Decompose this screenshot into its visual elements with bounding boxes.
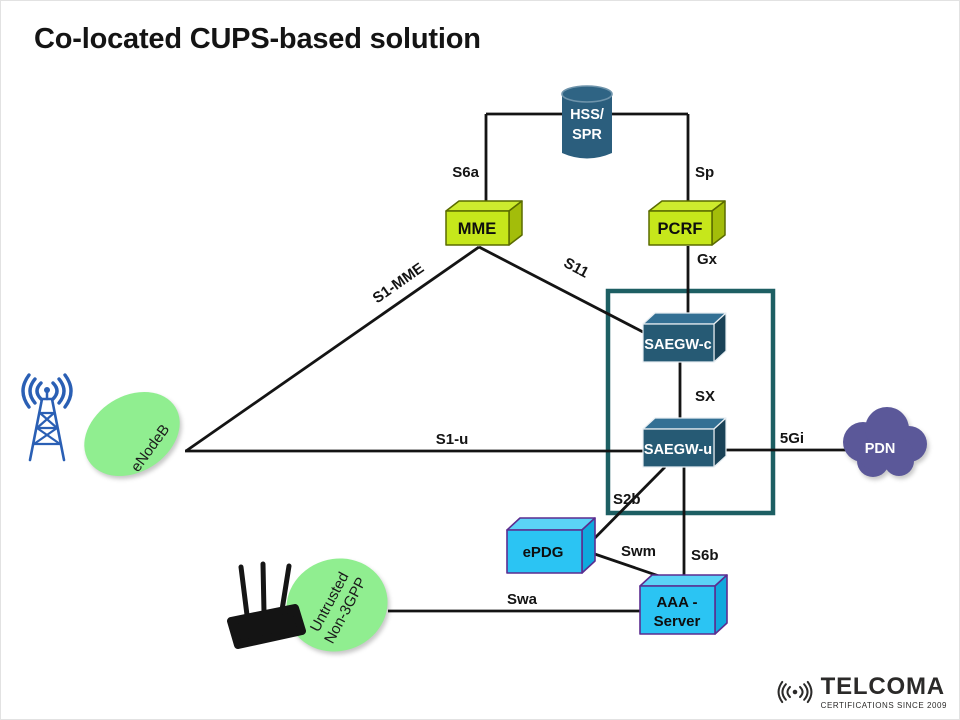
label-s1-mme: S1-MME — [370, 260, 428, 307]
telcoma-logo: TELCOMA CERTIFICATIONS SINCE 2009 — [774, 673, 947, 711]
pcrf-label: PCRF — [658, 220, 703, 238]
saegw-c-label: SAEGW-c — [644, 337, 711, 353]
link-s11 — [478, 245, 644, 334]
label-swa: Swa — [507, 591, 538, 608]
aaa-label-line1: AAA - — [656, 594, 697, 611]
hss-label-line1: HSS/ — [570, 107, 604, 123]
mme-label: MME — [458, 220, 497, 238]
saegw-u-label: SAEGW-u — [644, 442, 712, 458]
page-title: Co-located CUPS-based solution — [34, 23, 481, 55]
hss-label-line2: SPR — [572, 127, 602, 143]
node-saegw-c: SAEGW-c — [642, 312, 727, 363]
epdg-label: ePDG — [523, 544, 564, 561]
aaa-label-line2: Server — [654, 613, 701, 630]
label-s1-u: S1-u — [436, 431, 469, 448]
label-s6b: S6b — [691, 547, 719, 564]
logo-tagline: CERTIFICATIONS SINCE 2009 — [820, 700, 947, 710]
label-gx: Gx — [697, 251, 718, 268]
label-s6a: S6a — [452, 164, 479, 181]
node-hss-spr: HSS/ SPR — [561, 85, 613, 159]
node-epdg: ePDG — [506, 517, 596, 574]
node-pdn: PDN — [843, 407, 927, 477]
label-swm: Swm — [621, 543, 656, 560]
pdn-label: PDN — [865, 441, 896, 457]
label-s2b: S2b — [613, 491, 641, 508]
pdn-cloud-shape — [843, 407, 927, 477]
links — [185, 112, 847, 613]
cups-container-box — [605, 288, 776, 516]
enodeb-ellipse — [84, 391, 180, 477]
node-saegw-u: SAEGW-u — [642, 417, 727, 468]
logo-brand: TELCOMA — [820, 672, 945, 700]
label-s11: S11 — [561, 254, 592, 281]
node-aaa-server: AAA - Server — [639, 574, 728, 635]
label-sp: Sp — [695, 164, 714, 181]
radio-tower-icon — [21, 373, 73, 462]
signal-icon — [777, 680, 813, 704]
link-s1-mme — [185, 245, 480, 453]
node-pcrf: PCRF — [648, 200, 726, 246]
node-mme: MME — [445, 200, 523, 246]
logo-text: TELCOMA CERTIFICATIONS SINCE 2009 — [820, 672, 947, 710]
label-sx: SX — [695, 388, 715, 405]
untrusted-ellipse — [286, 558, 388, 652]
node-untrusted-non-3gpp: Untrusted Non-3GPP — [286, 558, 388, 652]
link-s2b — [582, 466, 666, 551]
label-5gi: 5Gi — [780, 430, 804, 447]
wifi-router-icon — [227, 561, 306, 649]
node-enodeb: eNodeB — [84, 391, 180, 477]
